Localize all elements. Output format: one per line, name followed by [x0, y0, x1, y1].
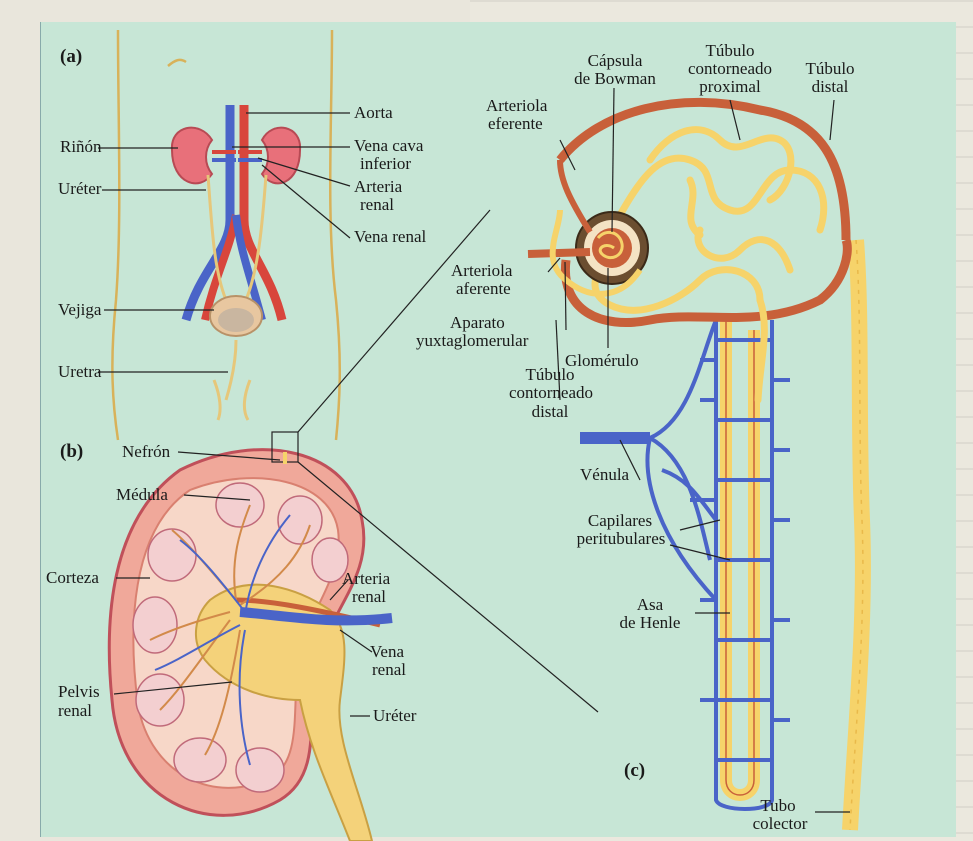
- label-arteria-renal-a-2: renal: [360, 196, 394, 214]
- label-vejiga: Vejiga: [58, 301, 101, 319]
- label-nefron: Nefrón: [122, 443, 170, 461]
- label-capsula-2: de Bowman: [565, 70, 665, 88]
- label-tcd-3: distal: [510, 403, 590, 421]
- panel-c-label: (c): [624, 762, 645, 780]
- label-tubulo-distal-1: Túbulo: [790, 60, 870, 78]
- label-capilares-2: peritubulares: [556, 530, 686, 548]
- label-tubulo-prox-2: contorneado: [675, 60, 785, 78]
- label-arteriola-eferente-2: eferente: [488, 115, 543, 133]
- label-arteria-renal-b-1: Arteria: [342, 570, 390, 588]
- label-arteriola-eferente-1: Arteriola: [486, 97, 547, 115]
- leaders-c: [548, 88, 850, 812]
- label-tubulo-distal-2: distal: [790, 78, 870, 96]
- nephron-detail: [528, 102, 863, 830]
- label-tubulo-prox-1: Túbulo: [680, 42, 780, 60]
- label-aparato-1: Aparato: [450, 314, 505, 332]
- label-arteriola-aferente-2: aferente: [456, 280, 511, 298]
- label-aparato-2: yuxtaglomerular: [416, 332, 528, 350]
- label-capsula-1: Cápsula: [570, 52, 660, 70]
- panel-a-label: (a): [60, 48, 82, 66]
- label-vena-renal-b-1: Vena: [370, 643, 404, 661]
- label-tubo-2: colector: [740, 815, 820, 833]
- label-asa-2: de Henle: [600, 614, 700, 632]
- label-venula: Vénula: [580, 466, 629, 484]
- label-asa-1: Asa: [620, 596, 680, 614]
- label-tubulo-prox-3: proximal: [680, 78, 780, 96]
- afferent-arteriole: [528, 252, 590, 254]
- label-vena-renal-a: Vena renal: [354, 228, 426, 246]
- kidneys-small: [172, 128, 300, 184]
- label-ureter-a: Uréter: [58, 180, 101, 198]
- label-vena-cava-1: Vena cava: [354, 137, 423, 155]
- label-medula: Médula: [116, 486, 168, 504]
- label-corteza: Corteza: [46, 569, 99, 587]
- label-uretra: Uretra: [58, 363, 101, 381]
- label-arteria-renal-a-1: Arteria: [354, 178, 402, 196]
- label-pelvis-1: Pelvis: [58, 683, 100, 701]
- label-tcd-1: Túbulo: [500, 366, 600, 384]
- label-rinon: Riñón: [60, 138, 102, 156]
- panel-b-label: (b): [60, 443, 83, 461]
- label-aorta: Aorta: [354, 104, 393, 122]
- label-vena-renal-b-2: renal: [372, 661, 406, 679]
- collecting-duct: [850, 240, 863, 830]
- label-ureter-b: Uréter: [373, 707, 416, 725]
- label-tubo-1: Tubo: [748, 797, 808, 815]
- label-arteria-renal-b-2: renal: [352, 588, 386, 606]
- label-pelvis-2: renal: [58, 702, 92, 720]
- label-arteriola-aferente-1: Arteriola: [451, 262, 512, 280]
- loop-of-henle: [726, 320, 754, 795]
- label-vena-cava-2: inferior: [360, 155, 411, 173]
- label-tcd-2: contorneado: [496, 384, 606, 402]
- label-capilares-1: Capilares: [560, 512, 680, 530]
